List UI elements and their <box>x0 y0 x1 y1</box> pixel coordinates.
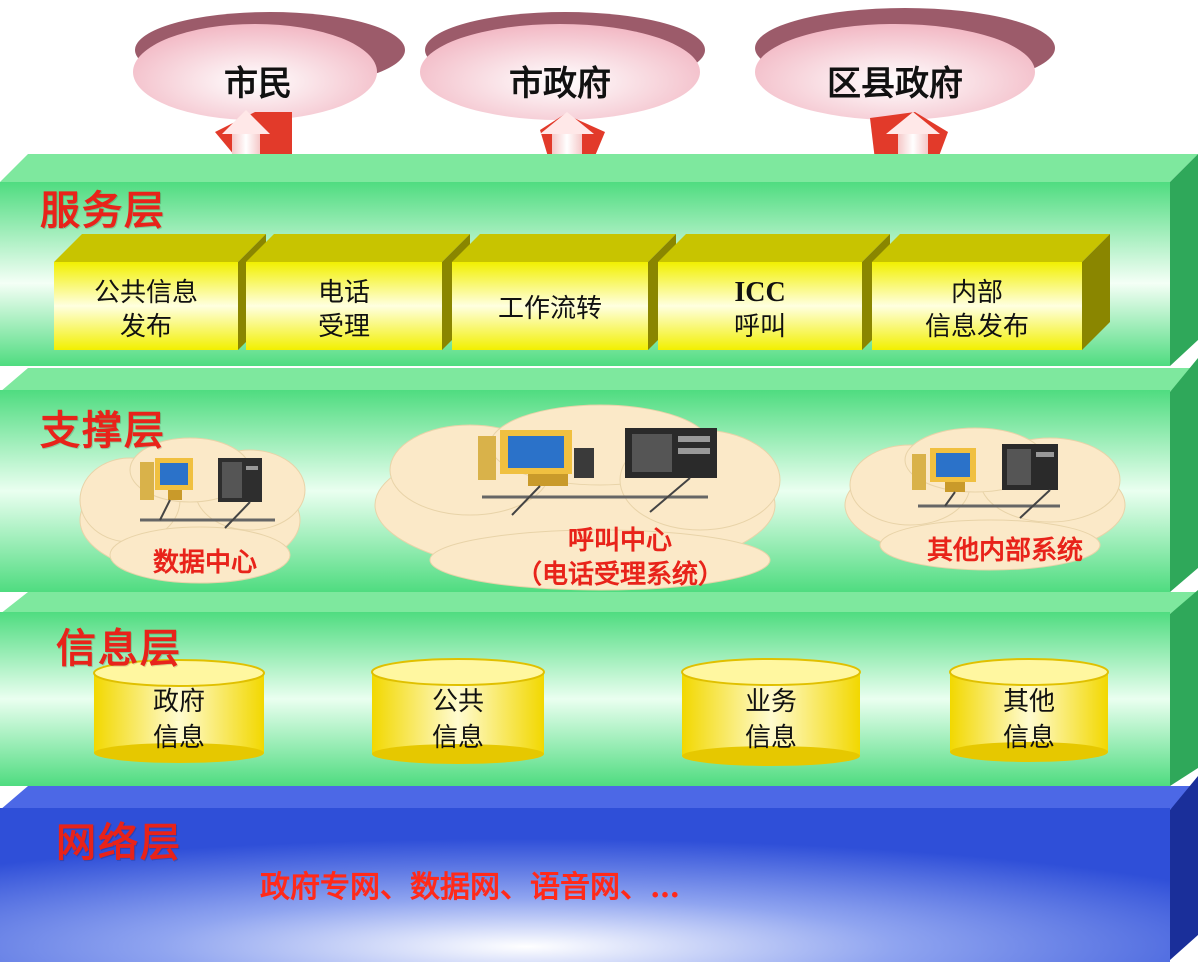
service-layer-title: 服务层 <box>40 187 166 234</box>
cylinder-label-3: 业务信息 <box>744 687 797 753</box>
workstation-icon-1 <box>140 458 193 500</box>
city-gov-label: 市政府 <box>509 64 611 104</box>
info-layer-title: 信息层 <box>56 625 182 672</box>
network-description: 政府专网、数据网、语音网、… <box>260 870 680 905</box>
cylinder-other-info <box>949 658 1109 762</box>
cylinder-label-1: 政府信息 <box>152 687 205 753</box>
support-layer-title: 支撑层 <box>40 407 166 454</box>
cylinder-gov-info <box>93 659 265 763</box>
server-icon-3 <box>1002 444 1058 490</box>
server-icon-2 <box>625 428 717 478</box>
data-center-label: 数据中心 <box>152 548 257 578</box>
network-layer-slab <box>0 776 1198 962</box>
service-box-3 <box>452 234 676 350</box>
cylinder-public-info <box>371 658 545 764</box>
cylinder-label-4: 其他信息 <box>1002 687 1055 753</box>
network-layer-title: 网络层 <box>56 819 182 866</box>
service-box-5 <box>872 234 1110 350</box>
server-icon-1 <box>218 458 262 502</box>
service-box-4 <box>658 234 890 350</box>
citizen-label: 市民 <box>224 64 292 104</box>
call-center-label: 呼叫中心 （电话受理系统） <box>515 526 724 590</box>
cylinder-label-2: 公共信息 <box>431 687 484 753</box>
service-box-label-1: 公共信息发布 <box>93 278 198 342</box>
oval-citizen <box>133 12 405 120</box>
cylinder-business-info <box>681 658 861 766</box>
oval-city-gov <box>420 12 705 120</box>
other-systems-label: 其他内部系统 <box>926 536 1083 566</box>
district-gov-label: 区县政府 <box>827 64 963 104</box>
service-box-label-3: 工作流转 <box>497 294 602 324</box>
cloud-call-center <box>374 404 781 591</box>
service-box-label-2: 电话受理 <box>317 278 370 342</box>
service-box-label-5: 内部信息发布 <box>924 278 1029 342</box>
workstation-icon-3 <box>912 448 976 492</box>
oval-district-gov <box>755 8 1055 120</box>
service-box-1 <box>54 234 266 350</box>
workstation-icon-2 <box>478 430 594 486</box>
